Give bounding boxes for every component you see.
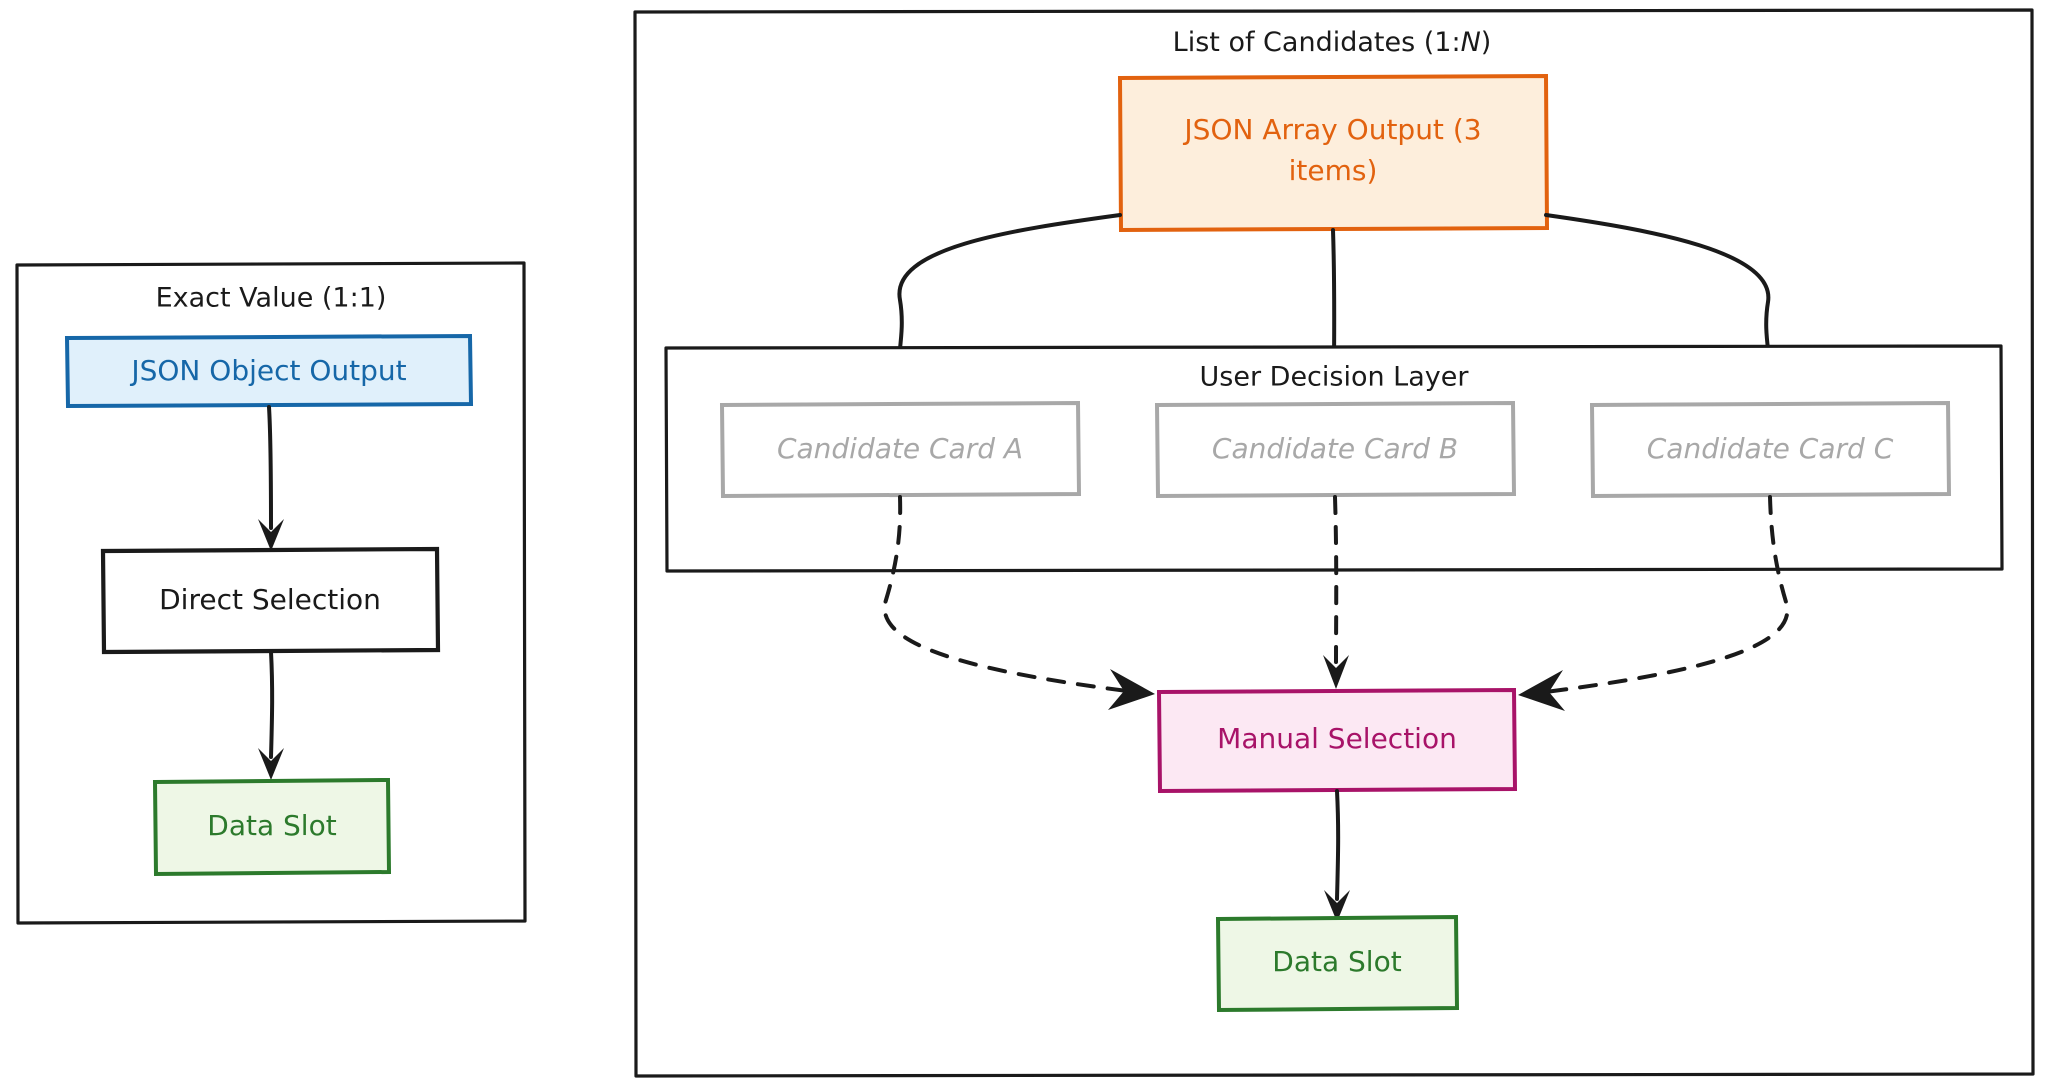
arrow-head-icon — [1324, 890, 1350, 922]
node-json-array-output[interactable]: JSON Array Output (3 items) JSON Array O… — [0, 0, 1550, 233]
node-data-slot-right[interactable]: Data Slot — [1215, 914, 1460, 1013]
edge-line — [267, 405, 273, 530]
edge-line — [1333, 495, 1339, 664]
node-direct-selection[interactable]: Direct Selection — [100, 546, 441, 655]
manual-selection-box[interactable] — [1156, 687, 1518, 794]
candidate-card-c-box[interactable] — [1589, 400, 1952, 499]
json-object-output-box[interactable] — [64, 333, 474, 409]
edge-line — [1335, 789, 1341, 901]
candidate-card-b-label: Candidate Card B — [1212, 432, 1458, 465]
edge-line — [896, 213, 1122, 377]
json-object-output-label: JSON Object Output — [129, 354, 406, 387]
edge-card-b-to-manual-selection — [1323, 495, 1349, 689]
edge-manual-selection-to-data-slot — [1324, 789, 1350, 922]
left-subgraph-title: Exact Value (1:1) — [156, 283, 387, 314]
edge-card-a-to-manual-selection — [882, 495, 1155, 710]
arrow-head-icon — [1518, 670, 1565, 711]
node-json-object-output[interactable]: JSON Object Output — [64, 333, 474, 409]
node-candidate-card-a[interactable]: Candidate Card A — [719, 400, 1082, 499]
right-subgraph-title-suffix: ) — [1481, 27, 1492, 58]
candidate-card-c-label: Candidate Card C — [1647, 432, 1894, 465]
user-decision-layer-title: User Decision Layer — [1200, 362, 1470, 393]
json-array-output-label-line1: JSON Array Output (3 — [1182, 113, 1481, 146]
arrow-head-icon — [258, 748, 284, 780]
json-array-output-box[interactable] — [1117, 73, 1550, 233]
right-subgraph-title: List of Candidates (1:N) — [1173, 27, 1492, 58]
arrow-head-icon — [1108, 669, 1155, 710]
candidate-card-a-box[interactable] — [719, 400, 1082, 499]
edge-json-object-to-direct-selection — [258, 405, 284, 551]
data-slot-left-label: Data Slot — [207, 809, 336, 842]
node-candidate-card-b[interactable]: Candidate Card B — [1154, 400, 1517, 499]
arrow-head-icon — [1323, 655, 1349, 689]
user-decision-layer-subgraph: User Decision Layer Candidate Card A Can… — [664, 344, 2004, 573]
edge-line — [269, 650, 275, 759]
edge-direct-selection-to-data-slot — [258, 650, 284, 780]
data-slot-right-box[interactable] — [1215, 914, 1460, 1013]
data-slot-left-box[interactable] — [152, 777, 392, 877]
right-subgraph-title-italic: N — [1461, 27, 1481, 58]
data-slot-right-label: Data Slot — [1272, 945, 1401, 978]
edge-card-c-to-manual-selection — [1518, 495, 1790, 711]
direct-selection-label: Direct Selection — [159, 583, 381, 616]
arrow-head-icon — [258, 519, 284, 551]
node-manual-selection[interactable]: Manual Selection — [1156, 687, 1518, 794]
direct-selection-box[interactable] — [100, 546, 441, 655]
candidate-card-a-label: Candidate Card A — [777, 432, 1023, 465]
edge-line — [1536, 495, 1790, 695]
node-candidate-card-c[interactable]: Candidate Card C — [1589, 400, 1952, 499]
manual-selection-label: Manual Selection — [1217, 722, 1457, 755]
left-subgraph: Exact Value (1:1) JSON Object Output Dir… — [15, 261, 527, 925]
json-array-output-label-line2: items) — [1289, 154, 1378, 187]
node-data-slot-left[interactable]: Data Slot — [152, 777, 392, 877]
candidate-card-b-box[interactable] — [1154, 400, 1517, 499]
right-subgraph-title-prefix: List of Candidates (1: — [1173, 27, 1461, 58]
edge-line — [882, 495, 1137, 694]
